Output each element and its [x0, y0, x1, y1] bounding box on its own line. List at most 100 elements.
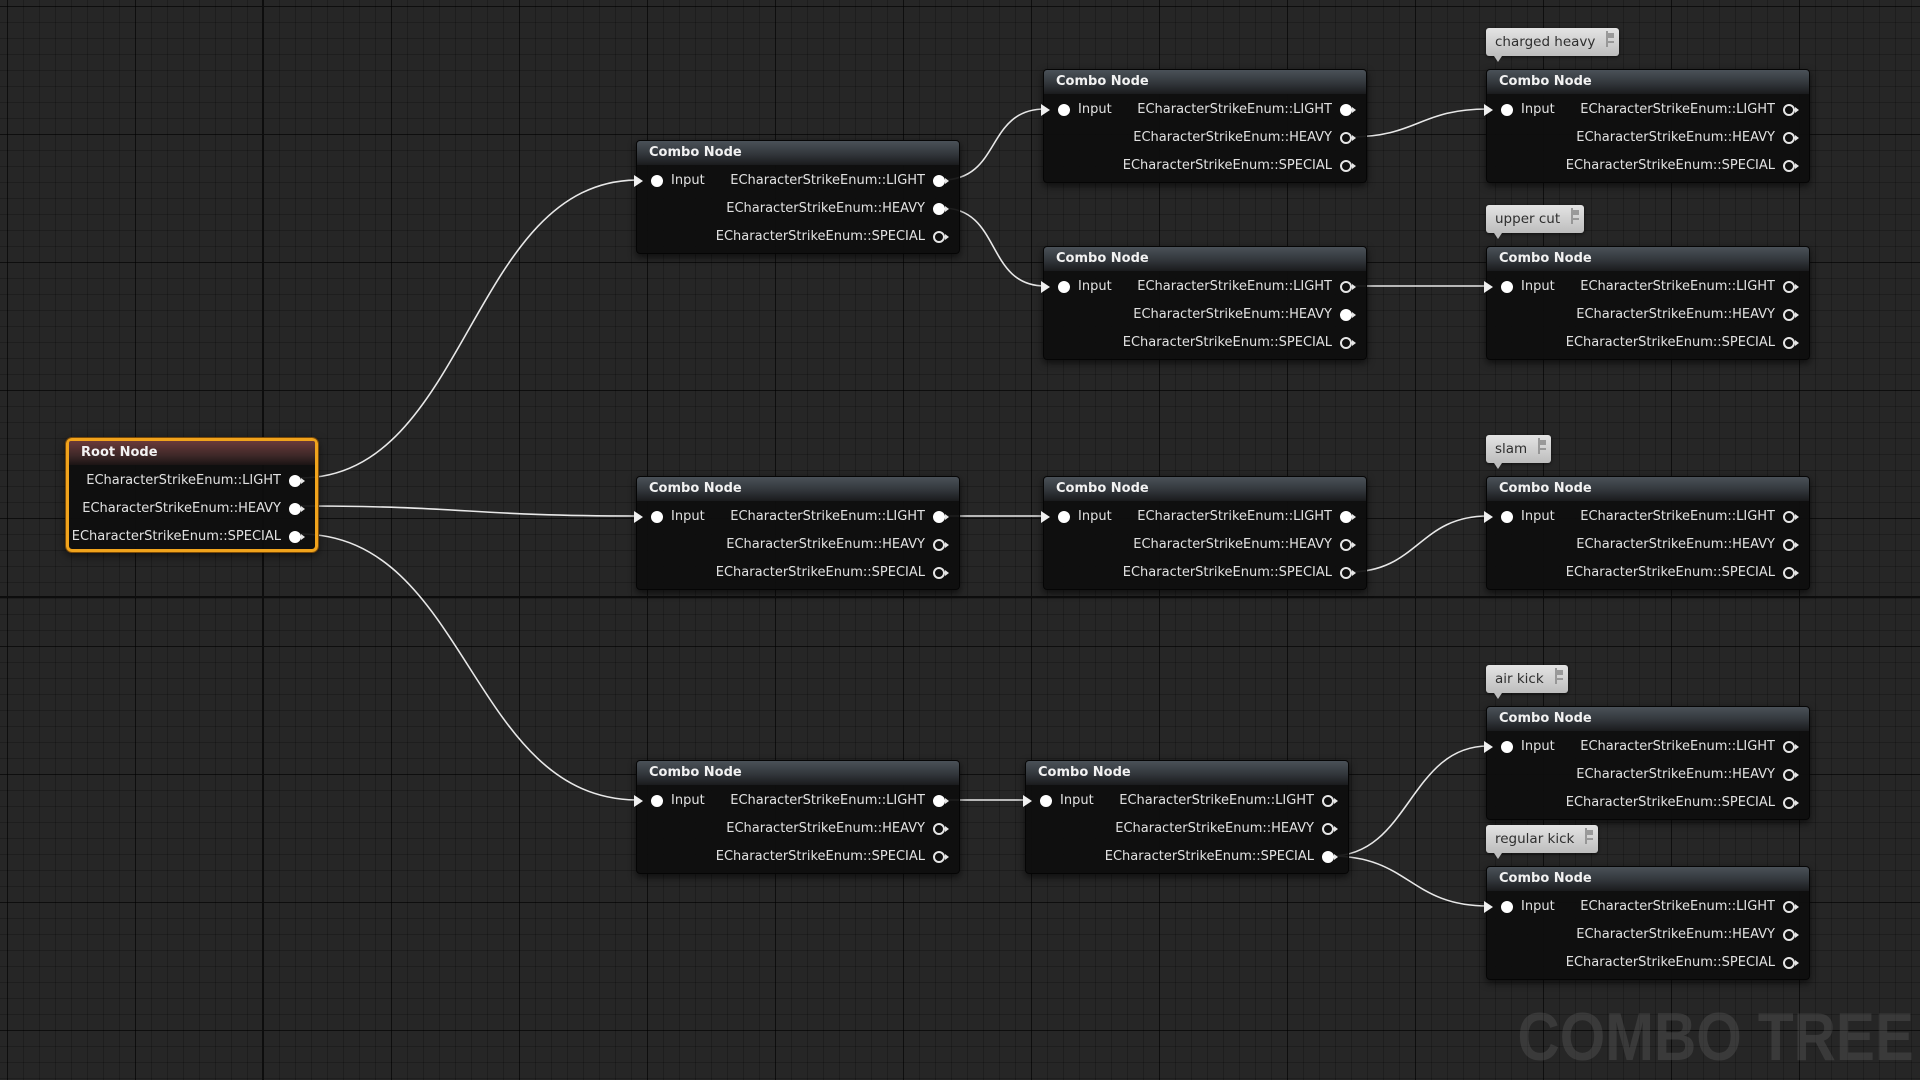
pin-circle-icon[interactable] — [1340, 160, 1352, 172]
pin-circle-icon[interactable] — [1322, 823, 1334, 835]
node-title[interactable]: Combo Node — [1487, 247, 1809, 271]
output-pin-light[interactable]: ECharacterStrikeEnum::LIGHT — [1066, 100, 1366, 120]
node-title[interactable]: Root Node — [69, 441, 315, 465]
pin-circle-icon[interactable] — [1783, 539, 1795, 551]
pin-circle-icon[interactable] — [289, 503, 301, 515]
output-pin-heavy[interactable]: ECharacterStrikeEnum::HEAVY — [1066, 535, 1366, 555]
node-title[interactable]: Combo Node — [637, 761, 959, 785]
output-pin-heavy[interactable]: ECharacterStrikeEnum::HEAVY — [659, 535, 959, 555]
comment-bubble[interactable]: air kick — [1486, 665, 1568, 699]
pin-circle-icon[interactable] — [1340, 539, 1352, 551]
pin-circle-icon[interactable] — [933, 851, 945, 863]
node-title[interactable]: Combo Node — [1044, 247, 1366, 271]
pin-circle-icon[interactable] — [1783, 309, 1795, 321]
pin-circle-icon[interactable] — [1340, 309, 1352, 321]
node-title[interactable]: Combo Node — [1487, 707, 1809, 731]
node-title[interactable]: Combo Node — [1044, 70, 1366, 94]
pin-circle-icon[interactable] — [1340, 281, 1352, 293]
input-pin[interactable]: Input — [1484, 737, 1637, 757]
pin-circle-icon[interactable] — [1783, 281, 1795, 293]
output-pin-light[interactable]: ECharacterStrikeEnum::LIGHT — [1048, 791, 1348, 811]
pin-circle-icon[interactable] — [1501, 511, 1513, 523]
pin-circle-icon[interactable] — [933, 203, 945, 215]
input-pin[interactable]: Input — [1041, 277, 1194, 297]
pin-circle-icon[interactable] — [1340, 132, 1352, 144]
output-pin-special[interactable]: ECharacterStrikeEnum::SPECIAL — [15, 527, 315, 547]
input-pin[interactable]: Input — [1041, 100, 1194, 120]
output-pin-light[interactable]: ECharacterStrikeEnum::LIGHT — [1509, 277, 1809, 297]
node-title[interactable]: Combo Node — [1487, 477, 1809, 501]
pin-circle-icon[interactable] — [651, 795, 663, 807]
output-pin-light[interactable]: ECharacterStrikeEnum::LIGHT — [1066, 507, 1366, 527]
output-pin-light[interactable]: ECharacterStrikeEnum::LIGHT — [659, 791, 959, 811]
pin-circle-icon[interactable] — [1340, 511, 1352, 523]
output-pin-light[interactable]: ECharacterStrikeEnum::LIGHT — [1066, 277, 1366, 297]
input-pin[interactable]: Input — [1023, 791, 1176, 811]
pin-circle-icon[interactable] — [1783, 901, 1795, 913]
pin-circle-icon[interactable] — [651, 175, 663, 187]
output-pin-light[interactable]: ECharacterStrikeEnum::LIGHT — [1509, 897, 1809, 917]
pin-comment-icon[interactable] — [1606, 31, 1615, 47]
output-pin-heavy[interactable]: ECharacterStrikeEnum::HEAVY — [15, 499, 315, 519]
pin-circle-icon[interactable] — [1322, 795, 1334, 807]
comment-bubble[interactable]: slam — [1486, 435, 1552, 469]
pin-comment-icon[interactable] — [1585, 828, 1594, 844]
output-pin-light[interactable]: ECharacterStrikeEnum::LIGHT — [1509, 100, 1809, 120]
output-pin-light[interactable]: ECharacterStrikeEnum::LIGHT — [659, 171, 959, 191]
pin-circle-icon[interactable] — [1783, 929, 1795, 941]
pin-circle-icon[interactable] — [1040, 795, 1052, 807]
output-pin-light[interactable]: ECharacterStrikeEnum::LIGHT — [15, 471, 315, 491]
output-pin-heavy[interactable]: ECharacterStrikeEnum::HEAVY — [1509, 765, 1809, 785]
comment-bubble[interactable]: upper cut — [1486, 205, 1585, 239]
output-pin-special[interactable]: ECharacterStrikeEnum::SPECIAL — [1509, 563, 1809, 583]
input-pin[interactable]: Input — [634, 791, 787, 811]
output-pin-special[interactable]: ECharacterStrikeEnum::SPECIAL — [1066, 563, 1366, 583]
input-pin[interactable]: Input — [1484, 507, 1637, 527]
node-title[interactable]: Combo Node — [1044, 477, 1366, 501]
comment-bubble[interactable]: regular kick — [1486, 825, 1599, 859]
connection-wire[interactable] — [299, 533, 639, 801]
connection-wire[interactable] — [299, 505, 639, 517]
connection-wire[interactable] — [1348, 515, 1489, 573]
output-pin-heavy[interactable]: ECharacterStrikeEnum::HEAVY — [1066, 128, 1366, 148]
connection-wire[interactable] — [1330, 745, 1489, 857]
pin-circle-icon[interactable] — [1322, 851, 1334, 863]
pin-comment-icon[interactable] — [1554, 668, 1564, 684]
pin-circle-icon[interactable] — [1340, 337, 1352, 349]
connection-wire[interactable] — [1348, 108, 1489, 138]
pin-circle-icon[interactable] — [1058, 511, 1070, 523]
pin-circle-icon[interactable] — [1340, 104, 1352, 116]
input-pin[interactable]: Input — [634, 171, 787, 191]
pin-circle-icon[interactable] — [1058, 104, 1070, 116]
output-pin-special[interactable]: ECharacterStrikeEnum::SPECIAL — [1509, 333, 1809, 353]
output-pin-heavy[interactable]: ECharacterStrikeEnum::HEAVY — [1509, 535, 1809, 555]
node-title[interactable]: Combo Node — [1487, 867, 1809, 891]
output-pin-heavy[interactable]: ECharacterStrikeEnum::HEAVY — [1509, 128, 1809, 148]
input-pin[interactable]: Input — [634, 507, 787, 527]
pin-circle-icon[interactable] — [1783, 797, 1795, 809]
output-pin-heavy[interactable]: ECharacterStrikeEnum::HEAVY — [1509, 925, 1809, 945]
output-pin-heavy[interactable]: ECharacterStrikeEnum::HEAVY — [659, 819, 959, 839]
connection-wire[interactable] — [299, 179, 639, 479]
pin-circle-icon[interactable] — [933, 539, 945, 551]
pin-circle-icon[interactable] — [1783, 337, 1795, 349]
output-pin-heavy[interactable]: ECharacterStrikeEnum::HEAVY — [1509, 305, 1809, 325]
output-pin-heavy[interactable]: ECharacterStrikeEnum::HEAVY — [1066, 305, 1366, 325]
node-title[interactable]: Combo Node — [1026, 761, 1348, 785]
pin-comment-icon[interactable] — [1571, 208, 1580, 224]
pin-circle-icon[interactable] — [1783, 511, 1795, 523]
output-pin-special[interactable]: ECharacterStrikeEnum::SPECIAL — [1066, 333, 1366, 353]
output-pin-special[interactable]: ECharacterStrikeEnum::SPECIAL — [659, 227, 959, 247]
